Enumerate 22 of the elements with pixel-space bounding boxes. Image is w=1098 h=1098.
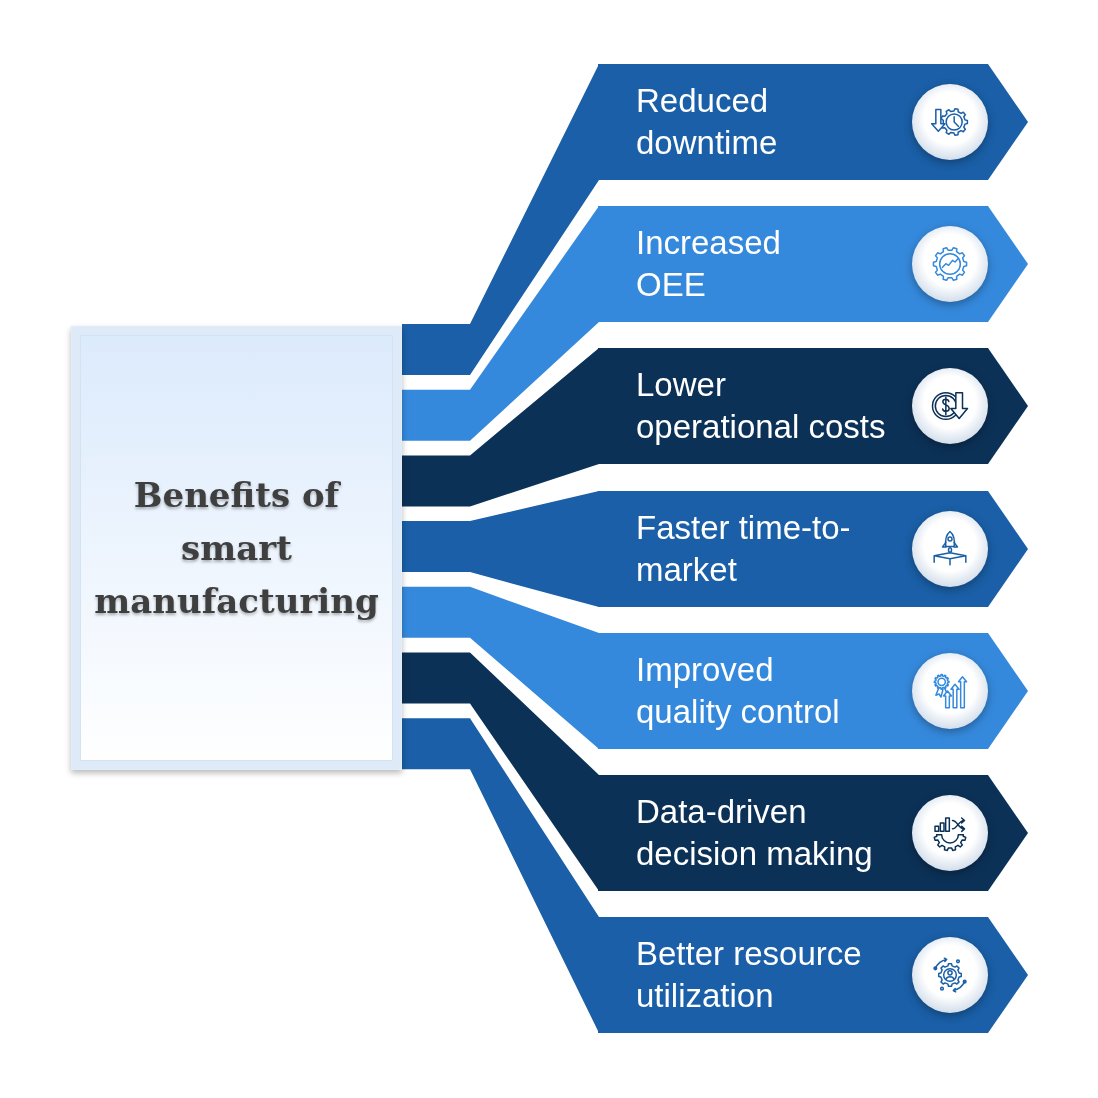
benefit-label: Reduced downtime xyxy=(636,81,779,163)
benefit-label: Improved quality control xyxy=(636,650,841,732)
ribbon-connector xyxy=(402,348,599,507)
ribbon-connector xyxy=(402,206,599,441)
arrow-banner xyxy=(598,775,1028,891)
arrow-banner xyxy=(598,64,1028,180)
arrow-banner xyxy=(598,633,1028,749)
arrow-banner xyxy=(598,206,1028,322)
arrow-banner xyxy=(598,348,1028,464)
ribbon-connector xyxy=(402,586,599,749)
ribbon-connector xyxy=(402,718,599,1033)
benefit-label: Data-driven decision making xyxy=(636,792,874,874)
benefit-label: Faster time-to-market xyxy=(636,508,852,590)
benefit-label: Better resource utilization xyxy=(636,934,863,1016)
ribbon-connector xyxy=(402,64,599,375)
ribbon-connector xyxy=(402,652,599,891)
arrow-banner xyxy=(598,917,1028,1033)
ribbon-connector xyxy=(402,491,599,607)
benefit-label: Increased OEE xyxy=(636,223,782,305)
benefit-label: Lower operational costs xyxy=(636,365,887,447)
topic-title: Benefits of smart manufacturing xyxy=(93,473,380,623)
topic-box xyxy=(71,326,402,770)
